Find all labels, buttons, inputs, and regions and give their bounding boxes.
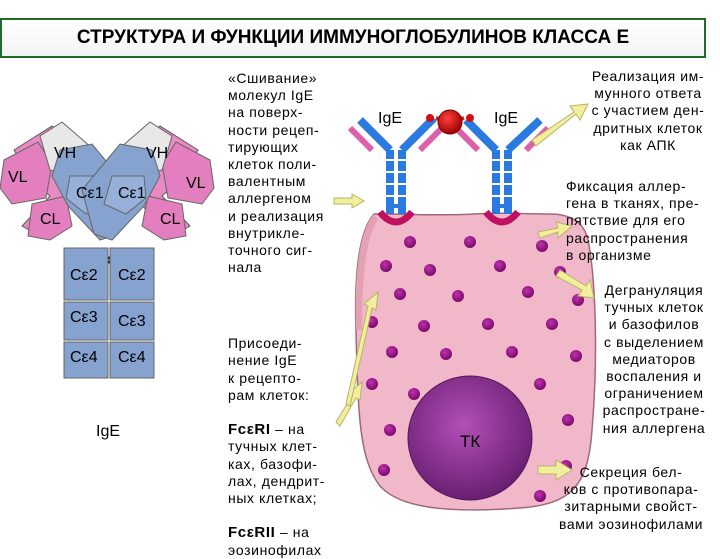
granule bbox=[570, 350, 582, 362]
label-vh-right: VH bbox=[146, 145, 168, 162]
arrows bbox=[333, 103, 595, 481]
diagram-canvas: VH VH VL VL Cε1 Cε1 CL CL Cε2 Cε2 Cε3 Cε… bbox=[0, 103, 597, 511]
allergen bbox=[426, 109, 474, 135]
ige-light-arm bbox=[453, 125, 481, 153]
fceri2-label: FcεRII bbox=[228, 524, 276, 542]
ige-arm bbox=[357, 117, 393, 153]
arrow-to-implementation bbox=[531, 103, 589, 147]
granules bbox=[366, 236, 584, 502]
label-vl-left: VL bbox=[8, 169, 28, 186]
nucleus-label: ТК bbox=[460, 432, 481, 451]
bound-ige-left bbox=[347, 115, 445, 226]
implementation-text: Реализация им- мунного ответа с участием… bbox=[591, 68, 705, 153]
granule bbox=[452, 290, 464, 302]
bound-ige-right-label: IgE bbox=[494, 110, 519, 127]
granule bbox=[424, 264, 436, 276]
granule bbox=[522, 286, 534, 298]
label-cl-right: CL bbox=[160, 211, 181, 228]
attachment-intro: Присоеди- нение IgE к рецепто- рам клето… bbox=[228, 335, 310, 403]
arrow-secretion bbox=[537, 459, 573, 481]
ce4-domain-left bbox=[63, 341, 109, 379]
vl-domain-left bbox=[0, 141, 53, 205]
nucleus bbox=[407, 375, 533, 501]
allergen-molecule bbox=[437, 109, 463, 135]
fceri-description: – на тучных клет- ках, базофи- лах, денд… bbox=[228, 421, 326, 507]
label-ce4-right: Cε4 bbox=[118, 349, 146, 366]
granule bbox=[378, 464, 390, 476]
granule bbox=[534, 378, 546, 390]
antibody-label: IgE bbox=[96, 423, 120, 440]
label-vh-left: VH bbox=[54, 145, 76, 162]
cl-domain-left bbox=[27, 195, 73, 241]
arrow-from-crosslinking bbox=[333, 193, 365, 209]
label-ce1-left: Cε1 bbox=[76, 185, 104, 202]
allergen-bead bbox=[426, 114, 434, 122]
ce4-domain-right bbox=[109, 341, 155, 379]
granule bbox=[386, 346, 398, 358]
ige-antibody-diagram: VH VH VL VL Cε1 Cε1 CL CL Cε2 Cε2 Cε3 Cε… bbox=[0, 121, 215, 440]
granule bbox=[464, 236, 476, 248]
label-cl-left: CL bbox=[40, 211, 61, 228]
ce2-domain-left bbox=[63, 247, 109, 301]
granule bbox=[408, 388, 420, 400]
granule bbox=[384, 424, 396, 436]
crosslinking-text: «Сшивание» молекул IgE на поверх- ности … bbox=[228, 70, 324, 276]
receptor-fceri bbox=[377, 209, 415, 226]
degranulation-text: Дегрануляция тучных клеток и базофилов с… bbox=[602, 282, 706, 436]
granule bbox=[366, 378, 378, 390]
cell-membrane-shadow bbox=[355, 214, 378, 330]
granule bbox=[572, 294, 584, 306]
ige-arm bbox=[505, 117, 543, 153]
granule bbox=[562, 414, 574, 426]
secretion-text: Секреция бел- ков с противопара- зитарны… bbox=[558, 464, 704, 532]
ige-arm bbox=[463, 117, 499, 153]
granule bbox=[534, 490, 546, 502]
receptor-fceri bbox=[483, 209, 521, 226]
granule bbox=[394, 288, 406, 300]
label-ce3-right: Cε3 bbox=[118, 313, 146, 330]
bound-ige-left-label: IgE bbox=[378, 110, 403, 127]
granule bbox=[380, 260, 392, 272]
ige-light-arm bbox=[347, 125, 375, 153]
label-ce1-right: Cε1 bbox=[118, 185, 146, 202]
label-ce3-left: Cε3 bbox=[70, 309, 98, 326]
arrow-receptor-link bbox=[345, 290, 379, 407]
granule bbox=[506, 346, 518, 358]
label-ce2-right: Cε2 bbox=[118, 267, 146, 284]
allergen-bead bbox=[466, 114, 474, 122]
granule bbox=[536, 240, 548, 252]
label-vl-right: VL bbox=[186, 175, 206, 192]
label-ce2-left: Cε2 bbox=[70, 267, 98, 284]
fixation-text: Фиксация аллер- гена в тканях, пре- пятс… bbox=[566, 178, 700, 263]
granule bbox=[418, 320, 430, 332]
bound-ige-right bbox=[453, 117, 551, 226]
granule bbox=[404, 236, 416, 248]
arrow-to-degranulation bbox=[555, 269, 595, 299]
mast-cell bbox=[354, 212, 597, 511]
ce1-domain-right bbox=[103, 175, 147, 215]
ige-light-arm bbox=[417, 125, 445, 153]
granule bbox=[546, 318, 558, 330]
label-ce4-left: Cε4 bbox=[70, 349, 98, 366]
granule bbox=[440, 348, 452, 360]
ce2-domain-right bbox=[109, 247, 155, 301]
ige-arm bbox=[399, 115, 437, 153]
granule bbox=[482, 318, 494, 330]
ce3-domain-right bbox=[109, 301, 155, 341]
arrow-to-fixation bbox=[537, 221, 574, 240]
page-title: СТРУКТУРА И ФУНКЦИИ ИММУНОГЛОБУЛИНОВ КЛА… bbox=[0, 18, 706, 58]
vl-domain-right bbox=[161, 141, 215, 205]
granule bbox=[494, 260, 506, 272]
fceri-label: FcεRI bbox=[228, 421, 271, 439]
ce3-domain-left bbox=[63, 301, 109, 341]
cl-domain-right bbox=[141, 195, 187, 241]
attachment-text: Присоеди- нение IgE к рецепто- рам клето… bbox=[228, 318, 346, 559]
